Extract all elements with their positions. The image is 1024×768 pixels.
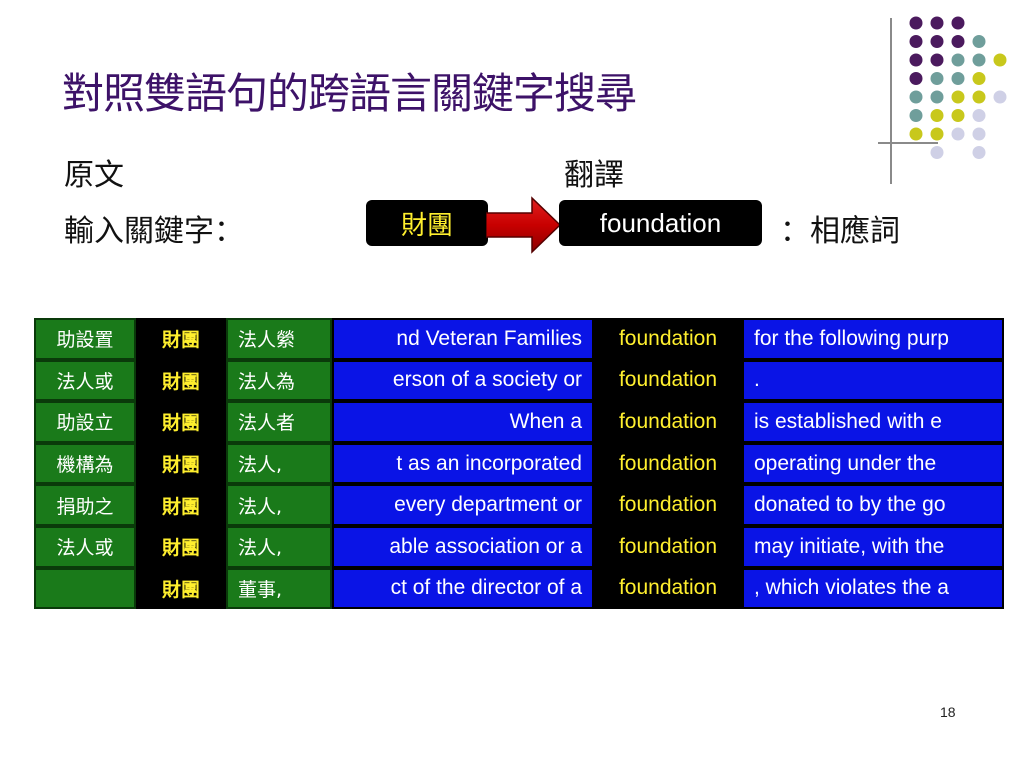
en-keyword-cell: foundation — [594, 401, 742, 443]
decorative-dot — [909, 35, 923, 48]
decorative-dot — [951, 90, 965, 104]
decorative-dot — [972, 35, 986, 48]
decorative-dot — [930, 16, 944, 30]
en-left-context-cell: nd Veteran Families — [332, 318, 594, 360]
decorative-dot-grid — [909, 16, 1007, 159]
decorative-dot — [972, 53, 986, 67]
zh-right-context-cell: 法人者 — [226, 401, 332, 443]
slide-title: 對照雙語句的跨語言關鍵字搜尋 — [62, 69, 637, 118]
decorative-dot — [909, 53, 923, 67]
translation-label: 翻譯 — [564, 158, 624, 193]
zh-keyword-cell: 財團 — [136, 359, 226, 402]
decorative-vertical-rule — [890, 18, 892, 184]
arrow-right-icon — [486, 196, 562, 254]
decorative-dot — [972, 72, 986, 85]
zh-left-context-cell: 助設立 — [34, 401, 136, 443]
decorative-dot — [951, 109, 965, 122]
en-right-context-cell: for the following purp — [742, 318, 1004, 360]
en-left-context-cell: erson of a society or — [332, 359, 594, 402]
decorative-dot — [909, 90, 923, 104]
decorative-dot — [909, 72, 923, 85]
decorative-dot — [930, 90, 944, 104]
translated-keyword-box: foundation — [559, 200, 762, 246]
zh-left-context-cell: 法人或 — [34, 525, 136, 568]
decorative-dot — [972, 109, 986, 122]
en-left-context-cell: ct of the director of a — [332, 567, 594, 610]
en-left-context-cell: able association or a — [332, 525, 594, 568]
zh-keyword-cell: 財團 — [136, 484, 226, 526]
en-keyword-cell: foundation — [594, 484, 742, 526]
decorative-dot — [909, 127, 923, 141]
en-keyword-cell: foundation — [594, 442, 742, 485]
zh-keyword-cell: 財團 — [136, 401, 226, 443]
zh-keyword-cell: 財團 — [136, 442, 226, 485]
input-keyword-label: 輸入關鍵字： — [64, 214, 244, 249]
en-keyword-cell: foundation — [594, 359, 742, 402]
decorative-dot — [930, 72, 944, 85]
source-label: 原文 — [64, 158, 124, 193]
decorative-dot — [972, 90, 986, 104]
en-right-context-cell: operating under the — [742, 442, 1004, 485]
decorative-dot — [972, 146, 986, 159]
en-keyword-cell: foundation — [594, 318, 742, 360]
decorative-dot — [930, 146, 944, 159]
zh-left-context-cell: 助設置 — [34, 318, 136, 360]
en-right-context-cell: . — [742, 359, 1004, 402]
decorative-dot — [909, 16, 923, 30]
decorative-dot — [951, 53, 965, 67]
zh-left-context-cell: 法人或 — [34, 359, 136, 402]
decorative-dot — [930, 35, 944, 48]
decorative-dot — [930, 127, 944, 141]
decorative-dot — [972, 127, 986, 141]
decorative-dot — [951, 72, 965, 85]
zh-right-context-cell: 法人縈 — [226, 318, 332, 360]
en-left-context-cell: every department or — [332, 484, 594, 526]
en-keyword-cell: foundation — [594, 567, 742, 610]
decorative-dot — [993, 53, 1007, 67]
decorative-dot — [951, 127, 965, 141]
en-right-context-cell: is established with e — [742, 401, 1004, 443]
zh-right-context-cell: 法人, — [226, 525, 332, 568]
zh-keyword-cell: 財團 — [136, 318, 226, 360]
page-number: 18 — [940, 704, 956, 720]
zh-right-context-cell: 法人, — [226, 484, 332, 526]
en-right-context-cell: , which violates the a — [742, 567, 1004, 610]
decorative-horizontal-rule — [878, 142, 938, 144]
en-keyword-cell: foundation — [594, 525, 742, 568]
decorative-dot — [909, 109, 923, 122]
decorative-dot — [930, 109, 944, 122]
en-left-context-cell: When a — [332, 401, 594, 443]
en-right-context-cell: may initiate, with the — [742, 525, 1004, 568]
decorative-dot — [951, 35, 965, 48]
zh-left-context-cell: 機構為 — [34, 442, 136, 485]
en-right-context-cell: donated to by the go — [742, 484, 1004, 526]
zh-right-context-cell: 董事, — [226, 567, 332, 610]
zh-left-context-cell — [34, 567, 136, 610]
zh-left-context-cell: 捐助之 — [34, 484, 136, 526]
zh-right-context-cell: 法人為 — [226, 359, 332, 402]
zh-keyword-cell: 財團 — [136, 525, 226, 568]
zh-keyword-cell: 財團 — [136, 567, 226, 610]
decorative-dot — [951, 16, 965, 30]
source-keyword-box: 財團 — [366, 200, 488, 246]
decorative-dot — [993, 90, 1007, 104]
en-left-context-cell: t as an incorporated — [332, 442, 594, 485]
zh-right-context-cell: 法人, — [226, 442, 332, 485]
decorative-dot — [930, 53, 944, 67]
corresponding-word-label: ：相應詞 — [780, 214, 900, 249]
